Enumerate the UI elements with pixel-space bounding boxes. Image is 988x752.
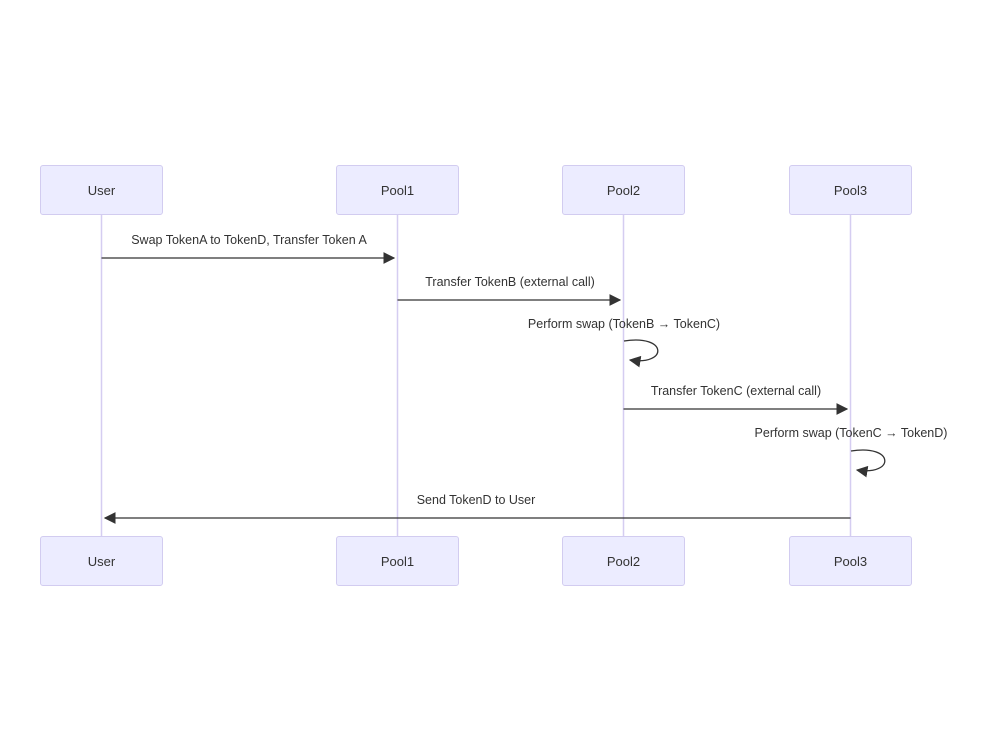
message-label-send-tokend: Send TokenD to User xyxy=(416,493,536,507)
actor-box-pool1-top: Pool1 xyxy=(336,165,459,215)
message-label-transfer-tokenb: Transfer TokenB (external call) xyxy=(425,275,595,289)
actor-box-pool2-bottom: Pool2 xyxy=(562,536,685,586)
message-label-perform-swap-bc: Perform swap (TokenB → TokenC) xyxy=(527,317,721,331)
actor-box-user-bottom: User xyxy=(40,536,163,586)
message-label-transfer-tokenc: Transfer TokenC (external call) xyxy=(650,384,822,398)
actor-label: Pool2 xyxy=(606,553,641,569)
actor-label: User xyxy=(87,182,116,198)
actor-box-pool1-bottom: Pool1 xyxy=(336,536,459,586)
actor-box-pool2-top: Pool2 xyxy=(562,165,685,215)
message-label-perform-swap-cd: Perform swap (TokenC → TokenD) xyxy=(754,426,948,440)
actor-label: Pool3 xyxy=(833,182,868,198)
actor-label: User xyxy=(87,553,116,569)
actor-box-user-top: User xyxy=(40,165,163,215)
actor-label: Pool2 xyxy=(606,182,641,198)
actor-label: Pool1 xyxy=(380,182,415,198)
self-loop-arrow-pool2 xyxy=(623,339,659,368)
actor-label: Pool1 xyxy=(380,553,415,569)
self-loop-arrow-pool3 xyxy=(850,449,886,478)
message-label-swap-tokena: Swap TokenA to TokenD, Transfer Token A xyxy=(131,233,367,247)
actor-box-pool3-bottom: Pool3 xyxy=(789,536,912,586)
actor-box-pool3-top: Pool3 xyxy=(789,165,912,215)
actor-label: Pool3 xyxy=(833,553,868,569)
